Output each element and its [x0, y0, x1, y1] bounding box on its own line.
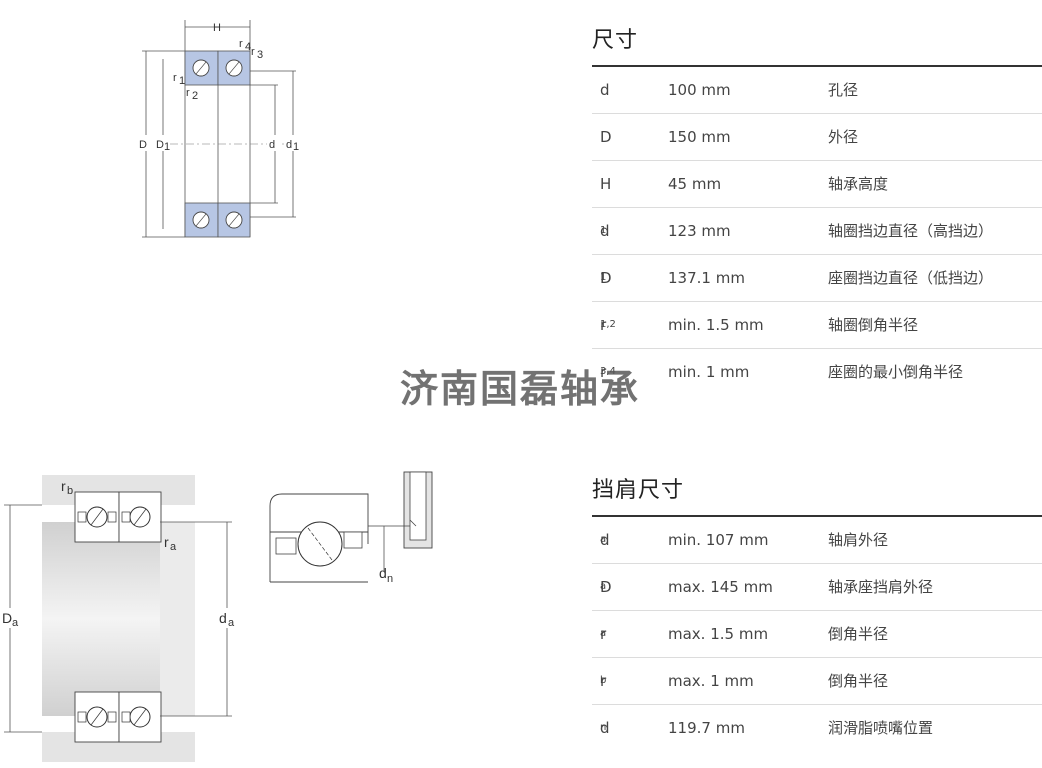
value: max. 1 mm: [668, 672, 754, 690]
value: 123 mm: [668, 222, 731, 240]
label-r1: r: [173, 72, 177, 84]
description: 孔径: [828, 81, 859, 99]
description: 倒角半径: [828, 672, 889, 690]
description: 轴圈倒角半径: [828, 316, 919, 334]
label-D1: D: [156, 139, 164, 151]
description: 轴承座挡肩外径: [828, 578, 934, 596]
dimensions-title: 尺寸: [592, 28, 639, 53]
value: 45 mm: [668, 175, 722, 193]
description: 润滑脂喷嘴位置: [828, 719, 934, 737]
label-r2: r: [186, 87, 190, 99]
table-row: d 100 mm 孔径: [592, 67, 1042, 114]
label-H: H: [213, 22, 221, 34]
label-dn: d: [379, 565, 387, 581]
description: 外径: [828, 128, 859, 146]
bearing-dimension-diagram: H r 4 r 3 r 1 r 2 D D 1 d d 1: [136, 20, 302, 238]
value: min. 1 mm: [668, 363, 750, 381]
abutment-title: 挡肩尺寸: [592, 478, 685, 503]
label-d1: d: [286, 139, 292, 151]
label-da-sub: a: [228, 617, 235, 629]
value: 150 mm: [668, 128, 731, 146]
description: 轴肩外径: [828, 531, 889, 549]
description: 轴圈挡边直径（高挡边）: [828, 222, 994, 240]
label-d: d: [269, 139, 275, 151]
label-D1-sub: 1: [164, 141, 170, 153]
description: 座圈挡边直径（低挡边）: [828, 269, 994, 287]
label-r4: r: [239, 38, 243, 50]
label-rb-sub: b: [67, 485, 73, 497]
label-ra: r: [164, 534, 169, 550]
table-row: D 150 mm 外径: [592, 114, 1042, 161]
label-da: d: [219, 610, 227, 626]
value: max. 145 mm: [668, 578, 773, 596]
value: min. 107 mm: [668, 531, 769, 549]
label-r1-sub: 1: [179, 75, 185, 87]
label-Da: D: [2, 610, 12, 626]
label-r3: r: [251, 46, 255, 58]
label-Da-sub: a: [12, 617, 19, 629]
label-dn-sub: n: [387, 573, 393, 585]
abutment-diagram: D a d a r b r a: [0, 475, 241, 762]
label-ra-sub: a: [170, 541, 177, 553]
label-r3-sub: 3: [257, 49, 263, 61]
value: max. 1.5 mm: [668, 625, 769, 643]
label-r2-sub: 2: [192, 90, 198, 102]
value: 137.1 mm: [668, 269, 745, 287]
watermark: 济南国磊轴承: [400, 367, 641, 411]
value: 100 mm: [668, 81, 731, 99]
description: 座圈的最小倒角半径: [828, 363, 964, 381]
table-row: H 45 mm 轴承高度: [592, 161, 1042, 208]
label-D: D: [139, 139, 147, 151]
value: 119.7 mm: [668, 719, 745, 737]
label-d1-sub: 1: [293, 141, 299, 153]
nozzle-position-diagram: d n: [269, 471, 433, 585]
description: 倒角半径: [828, 625, 889, 643]
value: min. 1.5 mm: [668, 316, 764, 334]
label-rb: r: [61, 478, 66, 494]
label-r4-sub: 4: [245, 41, 251, 53]
description: 轴承高度: [828, 175, 889, 193]
